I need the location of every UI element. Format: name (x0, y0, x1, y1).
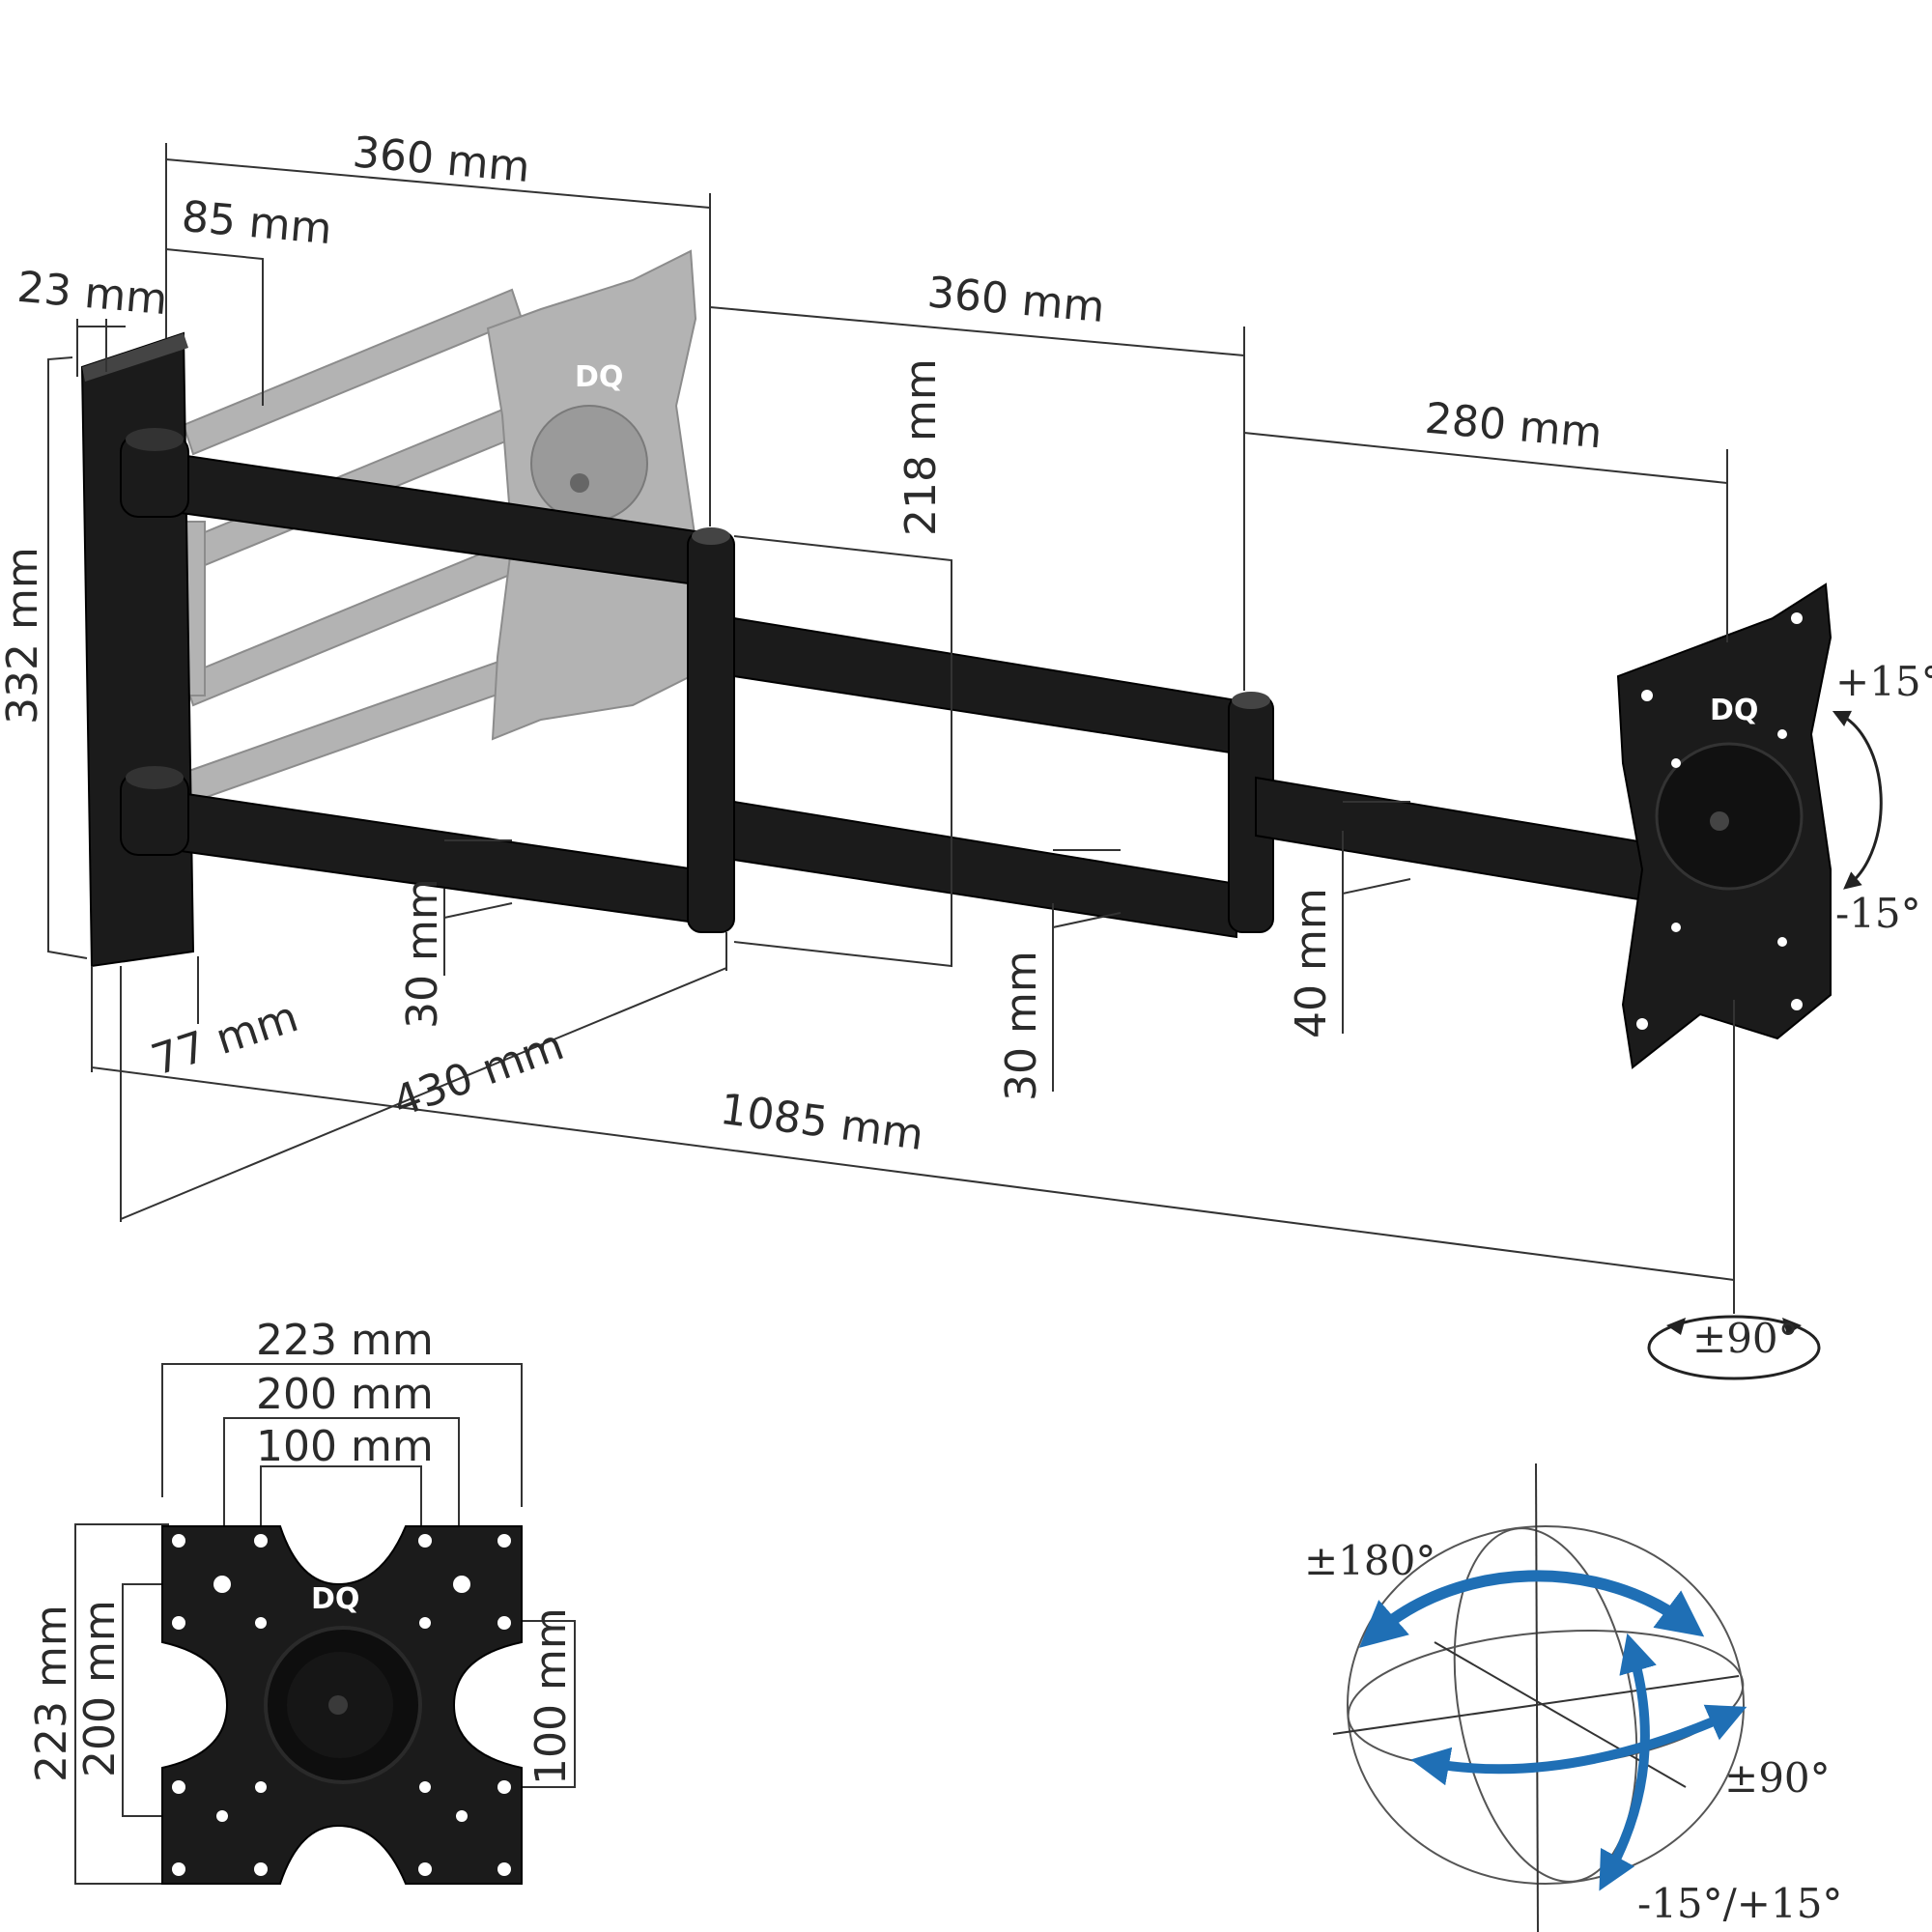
folded-vesa-plate-ghost: DQ (486, 249, 697, 741)
motion-sphere (1332, 1463, 1747, 1932)
arm-2 (733, 616, 1237, 939)
rotation-label: ±180° (1304, 1537, 1435, 1584)
swivel-label: ±90° (1692, 1315, 1799, 1362)
tilt-up-label: +15° (1835, 658, 1932, 705)
dim-arm2-thickness: 30 mm (997, 951, 1046, 1101)
vesa-plate: DQ (1616, 582, 1833, 1069)
dim-plate-height: 332 mm (0, 547, 47, 724)
vesa-width-223: 223 mm (256, 1316, 434, 1365)
elbow-1 (687, 527, 735, 933)
dim-bracket-offset: 85 mm (180, 192, 334, 254)
vesa-height-223: 223 mm (27, 1605, 76, 1782)
dim-plate-thickness: 23 mm (15, 263, 170, 325)
swivel-arrow (1647, 1315, 1821, 1380)
motion-tilt-label: -15°/+15° (1637, 1880, 1842, 1927)
dim-arm1-thickness: 30 mm (398, 878, 447, 1029)
dim-arm-spacing: 218 mm (896, 358, 946, 536)
vesa-height-200: 200 mm (75, 1600, 125, 1777)
vesa-width-100: 100 mm (256, 1422, 434, 1471)
vesa-logo: DQ (1710, 694, 1758, 727)
dim-arm1-length: 360 mm (351, 128, 531, 192)
dim-arm3-length: 280 mm (1423, 394, 1604, 459)
vesa-detail-logo: DQ (311, 1582, 359, 1616)
vesa-detail: DQ (74, 1363, 576, 1885)
vesa-height-100: 100 mm (526, 1607, 576, 1785)
tilt-arrow (1832, 710, 1883, 890)
ghost-logo: DQ (575, 360, 623, 394)
dimension-lines (47, 143, 1735, 1314)
tilt-down-label: -15° (1835, 890, 1921, 937)
arm-1 (120, 428, 696, 924)
wall-plate (80, 331, 195, 968)
dim-max-extension: 1085 mm (717, 1085, 926, 1160)
dim-arm3-thickness: 40 mm (1287, 888, 1336, 1038)
motion-swivel-label: ±90° (1724, 1754, 1831, 1802)
dim-arm2-length: 360 mm (925, 268, 1106, 332)
dim-plate-depth: 77 mm (146, 992, 304, 1086)
arm-3 (1255, 776, 1662, 905)
dim-folded-depth: 430 mm (386, 1020, 570, 1127)
vesa-width-200: 200 mm (256, 1370, 434, 1419)
